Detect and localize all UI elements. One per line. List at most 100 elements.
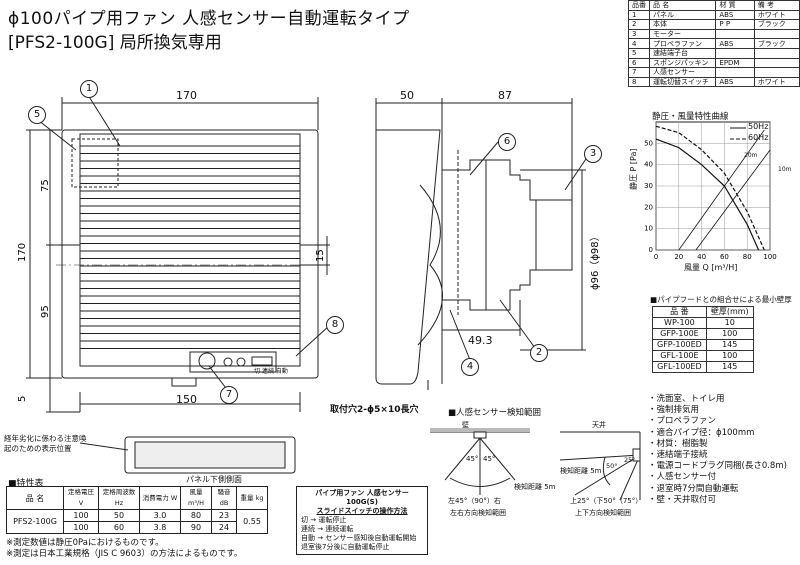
switch-instruction-box: パイプ用ファン 人感センサー 100G(S) スライドスイッチの操作方法 切 →… [296, 486, 428, 555]
curve-x-tick: 0 [654, 253, 658, 261]
sensor-angle-25: 25° [624, 456, 636, 464]
feature-item: ・壁・天井取付可 [648, 494, 717, 505]
dim-upper-label: 75 [40, 179, 51, 192]
side-panel-profile [375, 129, 441, 385]
feature-item: ・材質：樹脂製 [648, 438, 708, 449]
wall-cell: GFP-100E [652, 328, 707, 340]
wall-cell: 10 [705, 317, 754, 329]
parts-cell: ABS [715, 76, 755, 88]
dim-bottom-label: 5 [17, 396, 28, 402]
wall-cell: 100 [705, 350, 754, 362]
page-title: ϕ100パイプ用ファン 人感センサー自動運転タイプ [8, 9, 410, 29]
spec-row: 100 60 3.8 90 24 [7, 521, 268, 534]
curve-xlabel: 風量 Q [m³/H] [684, 263, 738, 272]
curve-annotation-10m: 10m [778, 166, 792, 173]
spec-cell: 24 [211, 521, 237, 534]
sensor-wall-label: 壁 [462, 421, 469, 429]
feature-item: ・退室時7分間自動運転 [648, 483, 739, 494]
spec-row: PFS2-100G 100 50 3.0 80 23 0.55 [6, 509, 268, 534]
resistance-curve-10m [695, 149, 771, 251]
callout-1: 1 [80, 80, 98, 98]
spec-cell: 80 [180, 509, 212, 522]
feature-item: ・電源コードプラグ同梱(長さ0.8m) [648, 461, 787, 472]
feature-item: ・洗面室、トイレ用 [648, 394, 725, 404]
curve-x-tick: 100 [763, 253, 776, 261]
wall-cell: WP-100 [652, 317, 707, 329]
callout-6: 6 [498, 133, 516, 151]
spec-cell: 60 [98, 521, 140, 534]
feature-item: ・人感センサー付 [648, 472, 717, 483]
curve-x-tick: 40 [697, 253, 706, 261]
propeller-blades [417, 184, 443, 346]
spec-table: 品 名 定格電圧 V 定格周波数 Hz 消費電力 W 風量 m³/H 騒音 dB… [6, 486, 268, 534]
deterioration-note: 経年劣化に係わる注意喚起のための表示位置 [4, 434, 87, 453]
feature-list: ・洗面室、トイレ用 ・強制排気用 ・プロペラファン ・適合パイプ径：ϕ100mm… [648, 394, 787, 506]
switch-row: 連続 → 連続運転 [301, 525, 354, 533]
sensor-angle-right: 45° [483, 455, 496, 463]
dim-height-label: 170 [17, 243, 28, 262]
wall-cell: GFL-100E [652, 350, 707, 362]
curve-x-tick: 60 [720, 253, 729, 261]
dim-side-depth1: 50 [400, 89, 414, 102]
callout-3: 3 [584, 145, 602, 163]
curve-y-tick: 50 [644, 139, 653, 147]
spec-header: 定格電圧 V [63, 486, 99, 510]
dim-bottom-width: 150 [176, 393, 197, 406]
feature-item: ・適合パイプ径：ϕ100mm [648, 427, 755, 438]
sensor-range-title: ■人感センサー検知範囲 [448, 408, 542, 418]
legend-50hz: 50Hz [748, 122, 769, 131]
sensor-right-caption: 上下方向検知範囲 [575, 509, 631, 517]
curve-title: 静圧・風量特性曲線 [652, 112, 729, 122]
terminal-box-hidden [71, 138, 119, 188]
footnote: ※測定数値は静圧0Paにおけるものです。 [6, 538, 164, 548]
spec-header-row: 品 名 定格電圧 V 定格周波数 Hz 消費電力 W 風量 m³/H 騒音 dB… [6, 486, 268, 510]
sensor-dist1: 検知距離 5m [514, 483, 556, 491]
wall-cell: 145 [705, 361, 754, 373]
resistance-curve-20m [678, 129, 765, 251]
feature-item: ・強制排気用 [648, 405, 700, 416]
sensor-lens [198, 352, 216, 370]
sensor-down: 上25°（下50°（75°） [570, 497, 643, 505]
legend-60hz: 60Hz [748, 133, 769, 142]
sensor-left-dist: 左45°（90°）右 [448, 497, 501, 505]
spec-model: PFS2-100G [6, 509, 64, 534]
dim-side-depth2: 87 [498, 89, 512, 102]
wall-cell: GFL-100ED [652, 361, 707, 373]
curve-annotation-20m: 20m [744, 152, 758, 159]
curve-x-tick: 20 [674, 253, 683, 261]
curve-series-50hz [655, 138, 760, 251]
callout-8: 8 [326, 316, 344, 334]
wall-cell: 145 [705, 339, 754, 351]
wall-table-caption: ■パイプフードとの組合せによる最小壁厚 [650, 295, 792, 304]
dim-pipe-length: 49.3 [468, 334, 493, 347]
switch-labels: 切 連続 自動 [254, 368, 288, 375]
spec-header: 品 名 [6, 486, 64, 510]
feature-item: ・プロペラファン [648, 416, 717, 427]
spec-cell: 3.8 [139, 521, 181, 534]
mode-switch [251, 356, 273, 366]
spec-cell: 100 [63, 521, 99, 534]
switch-row: 切 → 運転停止 [301, 516, 347, 524]
curve-y-tick: 30 [644, 182, 653, 190]
dim-pipe-label: ϕ96（ϕ98） [589, 231, 601, 290]
curve-y-tick: 0 [649, 246, 653, 254]
spec-table-caption: ■特性表 [8, 479, 44, 489]
curve-ylabel: 静圧 P [Pa] [629, 148, 638, 190]
dim-lower-label: 95 [40, 305, 51, 318]
control-strip [189, 351, 277, 373]
spec-header: 騒音 dB [211, 486, 237, 510]
wall-header: 壁厚(mm) [705, 306, 754, 318]
sensor-ceiling-label: 天井 [592, 421, 606, 429]
dim-offset-label: 15 [315, 249, 326, 262]
spec-header: 重量 kg [236, 486, 268, 510]
spec-header: 定格周波数 Hz [98, 486, 140, 510]
feature-item: ・速結端子接続 [648, 450, 708, 461]
dim-front-width: 170 [176, 89, 197, 102]
